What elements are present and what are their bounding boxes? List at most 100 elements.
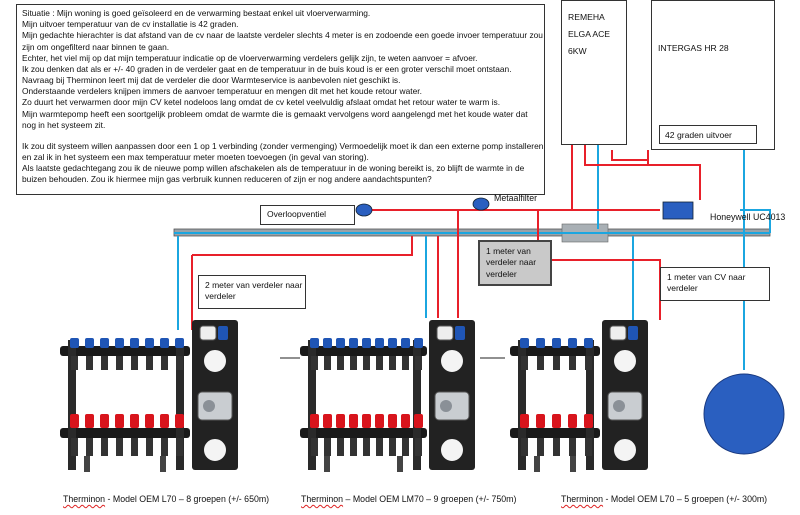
valve-cap-blue-icon xyxy=(375,338,384,348)
thermometer-gauge-icon xyxy=(202,348,228,374)
thermometer-gauge-icon xyxy=(439,437,465,463)
outlet-connector xyxy=(537,356,544,370)
brand-name: Therminon xyxy=(63,494,106,504)
situation-line: Ik zou dit systeem willen aanpassen door… xyxy=(22,140,544,151)
model-text: – Model OEM LM70 – 9 groepen (+/- 750m) xyxy=(343,494,517,504)
manifold-bracket xyxy=(68,340,76,470)
valve-cap-blue-icon xyxy=(455,326,465,340)
manifold-3 xyxy=(510,320,648,472)
model-text: - Model OEM L70 – 8 groepen (+/- 650m) xyxy=(105,494,270,504)
manifold-caption-1: Therminon - Model OEM L70 – 8 groepen (+… xyxy=(63,494,269,504)
valve-cap-blue-icon xyxy=(336,338,345,348)
outlet-connector xyxy=(324,356,331,370)
manifold-top-bar xyxy=(60,346,190,356)
outlet-connector xyxy=(569,438,576,456)
valve-cap-blue-icon xyxy=(536,338,545,348)
expansion-vessel-icon xyxy=(703,373,785,455)
manifold-caption-3: Therminon - Model OEM L70 – 5 groepen (+… xyxy=(561,494,767,504)
manifold-bracket xyxy=(586,340,594,470)
valve-cap-red-icon xyxy=(388,414,397,428)
outlet-connector xyxy=(131,438,138,456)
valve-cap-red-icon xyxy=(160,414,169,428)
outlet-connector xyxy=(585,356,592,370)
outlet-connector xyxy=(324,438,331,456)
manifold-leg xyxy=(84,456,90,472)
situation-line: Mijn warmtepomp heeft een soortgelijk pr… xyxy=(22,108,528,119)
outlet-connector xyxy=(337,356,344,370)
valve-cap-red-icon xyxy=(115,414,124,428)
honeywell-label: Honeywell UC4013 xyxy=(710,212,786,222)
valve-cap-blue-icon xyxy=(160,338,169,348)
outlet-connector xyxy=(116,438,123,456)
overflow-valve-label: Overloopventiel xyxy=(260,205,355,225)
valve-cap-blue-icon xyxy=(362,338,371,348)
outlet-connector xyxy=(101,438,108,456)
valve-cap-red-icon xyxy=(349,414,358,428)
outlet-connector xyxy=(71,438,78,456)
outlet-connector xyxy=(350,356,357,370)
pump-motor-icon xyxy=(440,400,452,412)
outlet-connector xyxy=(537,438,544,456)
outlet-connector xyxy=(350,438,357,456)
outlet-connector xyxy=(161,356,168,370)
outlet-connector xyxy=(71,356,78,370)
manifold-caption-2: Therminon – Model OEM LM70 – 9 groepen (… xyxy=(301,494,516,504)
brand-name: Therminon xyxy=(561,494,604,504)
thermometer-gauge-icon xyxy=(202,437,228,463)
distance-cv-label: 1 meter van CV naar verdeler xyxy=(660,267,770,301)
situation-line: Mijn uitvoer temperatuur van de cv insta… xyxy=(22,19,239,30)
valve-cap-blue-icon xyxy=(70,338,79,348)
situation-line: Als laatste gedachtegang zou ik de nieuw… xyxy=(22,163,525,174)
valve-cap-blue-icon xyxy=(349,338,358,348)
valve-cap-blue-icon xyxy=(568,338,577,348)
valve-cap-blue-icon xyxy=(401,338,410,348)
manifold-leg xyxy=(160,456,166,472)
manifold-leg xyxy=(570,456,576,472)
situation-line: buizen behouden. Zou ik hiermee mijn gas… xyxy=(22,174,432,185)
situation-line: Echter, het viel mij op dat mijn tempera… xyxy=(22,52,478,63)
pump-motor-icon xyxy=(203,400,215,412)
thermometer-gauge-icon xyxy=(612,348,638,374)
outlet-connector xyxy=(553,438,560,456)
manifold-bracket xyxy=(176,340,184,470)
valve-cap-red-icon xyxy=(520,414,529,428)
manifold-bottom-bar xyxy=(300,428,427,438)
valve-cap-red-icon xyxy=(414,414,423,428)
thermostat-head-icon xyxy=(199,325,217,341)
distance-1m-label: 1 meter van verdeler naar verdeler xyxy=(478,240,552,286)
outlet-connector xyxy=(131,356,138,370)
situation-line: zijn om ongefilterd naar binnen te gaan. xyxy=(22,41,170,52)
honeywell-pump-icon xyxy=(662,201,694,220)
manifold-leg xyxy=(324,456,330,472)
brand-name: Therminon xyxy=(301,494,344,504)
outlet-connector xyxy=(415,438,422,456)
manifold-bottom-bar xyxy=(60,428,190,438)
overflow-valve-icon xyxy=(355,203,373,217)
outlet-connector xyxy=(585,438,592,456)
outlet-connector xyxy=(521,438,528,456)
outlet-connector xyxy=(376,438,383,456)
valve-cap-red-icon xyxy=(85,414,94,428)
situation-lines: Situatie : Mijn woning is goed geïsoleer… xyxy=(22,8,544,186)
valve-cap-blue-icon xyxy=(130,338,139,348)
valve-cap-blue-icon xyxy=(584,338,593,348)
manifold-layer xyxy=(60,320,648,472)
valve-cap-blue-icon xyxy=(388,338,397,348)
situation-textbox: Situatie : Mijn woning is goed geïsoleer… xyxy=(16,4,545,195)
situation-line: Situatie : Mijn woning is goed geïsoleer… xyxy=(22,8,371,18)
outlet-connector xyxy=(311,356,318,370)
situation-line: Onderstaande verdelers knijpen immers de… xyxy=(22,86,422,97)
outlet-connector xyxy=(146,438,153,456)
manifold-bottom-bar xyxy=(510,428,600,438)
valve-cap-red-icon xyxy=(552,414,561,428)
outlet-connector xyxy=(337,438,344,456)
remeha-power: 6KW xyxy=(568,46,587,56)
valve-cap-blue-icon xyxy=(323,338,332,348)
outlet-connector xyxy=(363,356,370,370)
hot-pipe-intergas xyxy=(647,150,701,200)
manifold-bracket xyxy=(308,340,316,470)
thermostat-head-icon xyxy=(609,325,627,341)
valve-cap-red-icon xyxy=(401,414,410,428)
outlet-connector xyxy=(376,356,383,370)
